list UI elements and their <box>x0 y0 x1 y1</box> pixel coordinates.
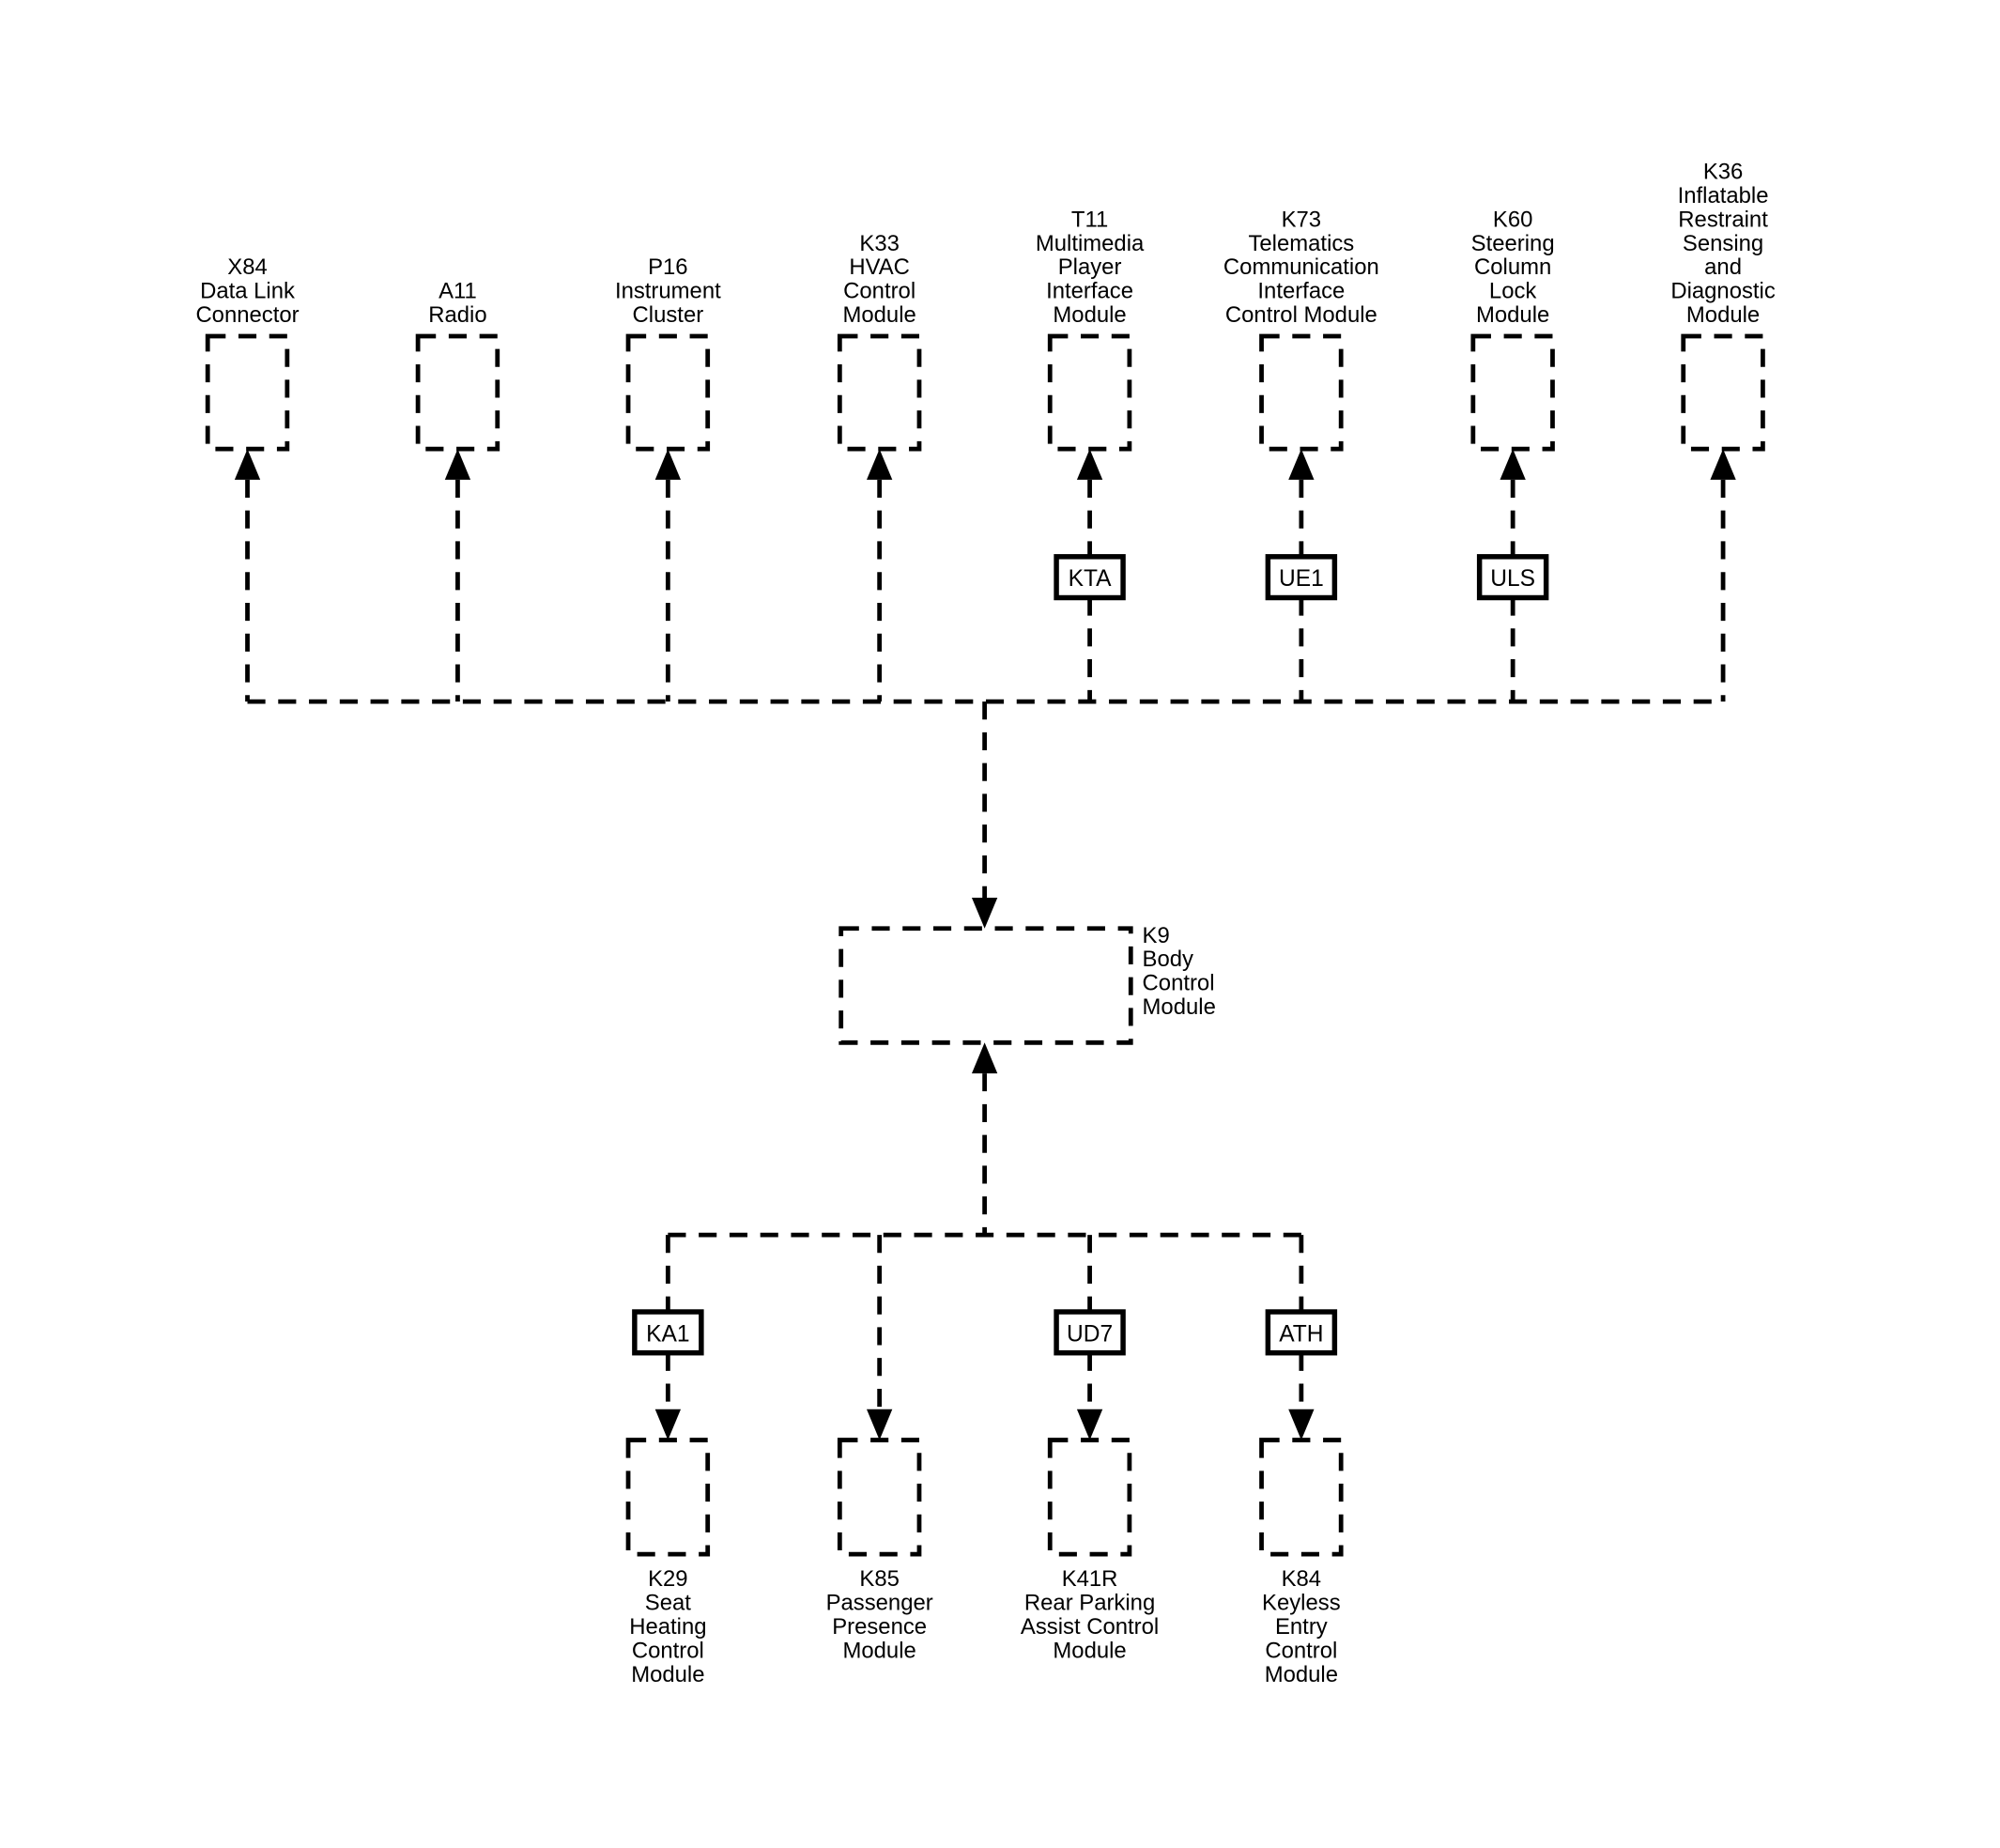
module-k85-label-line: Passenger <box>826 1591 933 1616</box>
option-ue1-label: UE1 <box>1279 566 1324 592</box>
module-k85-label-line: Presence <box>832 1614 927 1640</box>
module-x84-label-line: Data Link <box>200 279 295 304</box>
module-k73-box <box>1259 333 1344 452</box>
module-k84-label-line: Keyless <box>1262 1591 1341 1616</box>
module-k84-label-line: K84 <box>1282 1566 1321 1592</box>
module-p16-label-line: Instrument <box>615 279 721 304</box>
module-k33-label-line: Module <box>842 302 915 328</box>
module-t11-label-line: Multimedia <box>1036 231 1145 256</box>
module-k36-box <box>1681 333 1765 452</box>
module-k9-box <box>838 926 1133 1045</box>
module-k60-label-line: Steering <box>1471 231 1555 256</box>
module-k29-label-line: Module <box>631 1662 704 1687</box>
module-t11-label-line: T11 <box>1071 207 1108 232</box>
module-k84-box <box>1259 1438 1344 1557</box>
module-t11-label-line: Player <box>1058 254 1122 280</box>
module-k60-label-line: Lock <box>1489 279 1536 304</box>
module-p16-arrow <box>654 449 682 480</box>
module-k36-label-line: Sensing <box>1683 231 1763 256</box>
option-ath-label: ATH <box>1279 1321 1323 1347</box>
module-t11-arrow <box>1076 449 1103 480</box>
option-ue1-box <box>1265 554 1338 601</box>
module-k73-label-line: Telematics <box>1248 231 1354 256</box>
module-k85-label-line: K85 <box>859 1566 899 1592</box>
module-k29-arrow <box>654 1409 682 1440</box>
module-p16-label-line: P16 <box>648 254 687 280</box>
module-k41r-label-line: K41R <box>1062 1566 1118 1592</box>
module-k60-label-line: Column <box>1474 254 1551 280</box>
option-ka1-label: KA1 <box>646 1321 689 1347</box>
module-k60-arrow <box>1500 449 1526 480</box>
module-k29-box <box>625 1438 711 1557</box>
module-k33-box <box>837 333 922 452</box>
module-k36-label-line: Diagnostic <box>1670 279 1776 304</box>
option-ath-box <box>1265 1309 1338 1356</box>
module-k73-label-line: Interface <box>1257 279 1345 304</box>
module-k41r-label-line: Assist Control <box>1021 1614 1159 1640</box>
module-k41r-arrow <box>1076 1409 1103 1440</box>
option-uls-label: ULS <box>1490 566 1535 592</box>
option-ka1-box <box>632 1309 704 1356</box>
module-k73-arrow <box>1288 449 1315 480</box>
module-k9-label-line: Body <box>1143 947 1193 972</box>
module-a11-box <box>415 333 500 452</box>
module-k29-label-line: Control <box>632 1638 704 1663</box>
module-k85-label-line: Module <box>842 1638 915 1663</box>
module-k29-label-line: Seat <box>645 1591 691 1616</box>
module-k29-label-line: K29 <box>648 1566 687 1592</box>
option-kta-label: KTA <box>1069 566 1113 592</box>
module-k84-arrow <box>1288 1409 1315 1440</box>
module-k41r-label-line: Module <box>1053 1638 1126 1663</box>
module-k41r-label-line: Rear Parking <box>1024 1591 1155 1616</box>
module-k60-label-line: K60 <box>1493 207 1532 232</box>
module-k36-label-line: and <box>1704 254 1742 280</box>
module-a11-arrow <box>444 449 471 480</box>
module-k84-label-line: Control <box>1265 1638 1337 1663</box>
module-k73-label-line: Communication <box>1223 254 1379 280</box>
module-t11-label-line: Interface <box>1046 279 1133 304</box>
module-k33-label-line: K33 <box>859 231 899 256</box>
module-k36-label-line: Inflatable <box>1678 183 1769 208</box>
module-k9-label-line: Control <box>1143 971 1215 996</box>
module-k9-label-line: Module <box>1143 994 1216 1020</box>
module-a11-label-line: Radio <box>428 302 486 328</box>
module-k60-label-line: Module <box>1476 302 1549 328</box>
option-kta-box <box>1054 554 1126 601</box>
module-k73-label-line: K73 <box>1282 207 1321 232</box>
module-p16-box <box>625 333 711 452</box>
bus-lines <box>234 449 1736 1440</box>
option-ud7-label: UD7 <box>1067 1321 1113 1347</box>
option-uls-box <box>1476 554 1549 601</box>
module-k85-arrow <box>867 1409 893 1440</box>
module-boxes <box>205 333 1765 1557</box>
module-a11-label-line: A11 <box>438 279 477 304</box>
module-k33-label-line: HVAC <box>849 254 910 280</box>
module-x84-label-line: Connector <box>195 302 299 328</box>
module-x84-arrow <box>234 449 261 480</box>
module-t11-label-line: Module <box>1053 302 1126 328</box>
module-k85-box <box>837 1438 922 1557</box>
module-k73-label-line: Control Module <box>1225 302 1377 328</box>
module-k29-label-line: Heating <box>629 1614 706 1640</box>
hub-top-arrow <box>971 898 998 929</box>
module-k41r-box <box>1047 1438 1132 1557</box>
hub-bottom-arrow <box>971 1042 998 1074</box>
module-p16-label-line: Cluster <box>633 302 704 328</box>
module-k84-label-line: Module <box>1265 1662 1338 1687</box>
module-k36-label-line: Module <box>1686 302 1760 328</box>
module-t11-box <box>1047 333 1132 452</box>
module-k36-arrow <box>1710 449 1736 480</box>
module-x84-label-line: X84 <box>227 254 267 280</box>
module-k33-label-line: Control <box>843 279 915 304</box>
module-x84-box <box>205 333 290 452</box>
option-ud7-box <box>1054 1309 1126 1356</box>
module-k36-label-line: K36 <box>1703 160 1743 185</box>
module-k36-label-line: Restraint <box>1678 207 1768 232</box>
module-k60-box <box>1470 333 1555 452</box>
module-k84-label-line: Entry <box>1275 1614 1328 1640</box>
module-k9-label-line: K9 <box>1143 923 1170 948</box>
module-k33-arrow <box>867 449 893 480</box>
